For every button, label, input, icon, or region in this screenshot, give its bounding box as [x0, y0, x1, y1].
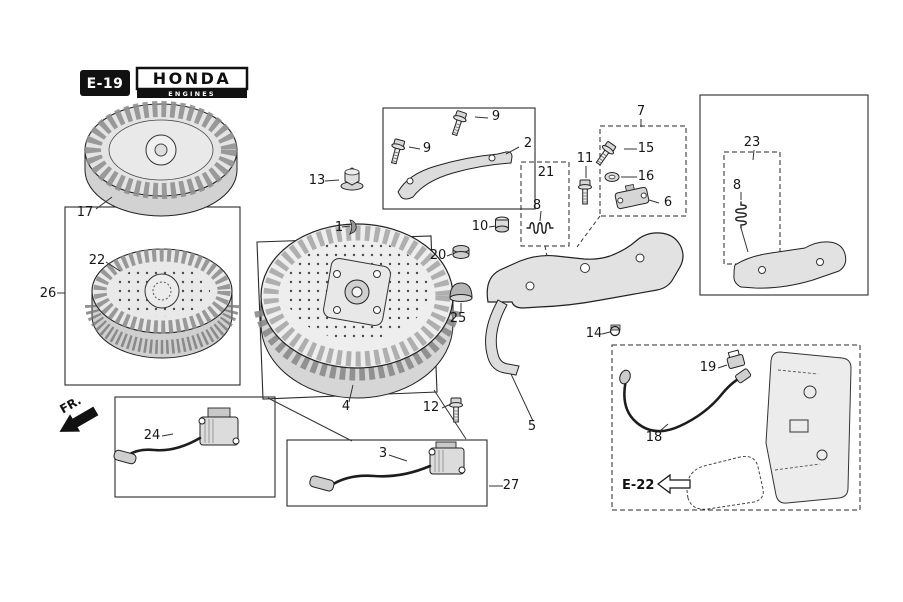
group-box-24	[114, 396, 276, 498]
e22-label: E-22	[622, 478, 654, 493]
part-spacer-10	[495, 216, 509, 233]
spark-plug-cap-24	[113, 449, 137, 465]
callout-9-a: 9	[492, 109, 500, 124]
group-dashed-box-23	[723, 151, 781, 265]
part-grommet-20	[452, 245, 470, 259]
callout-3: 3	[379, 446, 387, 461]
part-flywheel-22	[85, 248, 239, 359]
part-bracket-assembly-5	[485, 232, 684, 376]
callout-24: 24	[144, 428, 161, 443]
callout-26: 26	[40, 286, 57, 301]
brand-logo: HONDA ENGINES	[135, 66, 249, 98]
e22-arrow-icon	[657, 473, 691, 495]
callout-6: 6	[664, 195, 672, 210]
callout-14: 14	[586, 326, 603, 341]
part-flange-nut-13	[340, 167, 364, 191]
callout-25: 25	[450, 311, 467, 326]
page-code-text: E-19	[87, 76, 124, 92]
callout-8-b: 8	[733, 178, 741, 193]
spring-hook-line	[740, 227, 749, 253]
callout-15: 15	[638, 141, 655, 156]
callout-22: 22	[89, 253, 106, 268]
group-dashed-box-e22	[611, 344, 861, 511]
group-box-2	[382, 107, 536, 210]
part-bolt-15	[592, 139, 618, 168]
callout-7: 7	[637, 104, 645, 119]
callout-5: 5	[528, 419, 536, 434]
front-direction-marker: FR.	[57, 393, 99, 432]
part-wire-harness-18	[619, 368, 752, 433]
callout-27: 27	[503, 478, 520, 493]
part-gasket	[686, 456, 764, 510]
part-flywheel-17	[84, 101, 238, 217]
part-ignition-coil-3	[309, 441, 466, 492]
callout-12: 12	[423, 400, 440, 415]
part-control-plate	[765, 351, 852, 504]
callout-18: 18	[646, 430, 663, 445]
page-code-badge: E-19	[80, 70, 130, 96]
callout-9-b: 9	[423, 141, 431, 156]
group-box-23-outer	[699, 94, 869, 296]
part-flywheel-4	[254, 223, 460, 399]
part-bolt-9-top	[447, 109, 469, 138]
callout-2: 2	[524, 136, 532, 151]
callout-13: 13	[309, 173, 326, 188]
part-bracket-2	[397, 151, 513, 200]
group-box-27	[286, 439, 488, 507]
callout-21: 21	[538, 165, 555, 180]
brand-name-text: HONDA	[153, 69, 232, 88]
spark-plug-cap-3	[309, 475, 335, 492]
callout-19: 19	[700, 360, 717, 375]
callout-1: 1	[335, 220, 343, 235]
fr-label: FR.	[57, 393, 83, 416]
part-connector-19	[726, 349, 746, 369]
part-washer-16	[604, 172, 620, 182]
group-dashed-box-7	[599, 125, 687, 217]
callout-4: 4	[342, 399, 350, 414]
callout-11: 11	[577, 151, 594, 166]
callout-10: 10	[472, 219, 489, 234]
part-cap-25	[449, 282, 473, 302]
part-bolt-12	[449, 397, 463, 423]
callout-17: 17	[77, 205, 94, 220]
reference-e22: E-22	[622, 473, 691, 495]
callout-16: 16	[638, 169, 655, 184]
explosion-lines	[267, 389, 467, 442]
part-bolt-11	[578, 179, 592, 205]
callout-leader-lines	[57, 116, 755, 487]
part-bolt-9-left	[387, 137, 407, 166]
part-woodruff-key-1	[349, 219, 357, 235]
brand-subtitle-text: ENGINES	[168, 90, 216, 98]
part-bracket-23	[733, 241, 847, 289]
callout-20: 20	[430, 248, 447, 263]
part-ignition-coil-24	[113, 407, 240, 465]
part-pulse-coil-6	[614, 183, 650, 210]
callout-8-a: 8	[533, 198, 541, 213]
callout-23: 23	[744, 135, 761, 150]
part-spring-8-left	[526, 222, 554, 234]
fr-arrow-icon	[59, 406, 99, 432]
part-clip-14	[609, 324, 621, 337]
part-spring-8-right	[735, 201, 747, 229]
